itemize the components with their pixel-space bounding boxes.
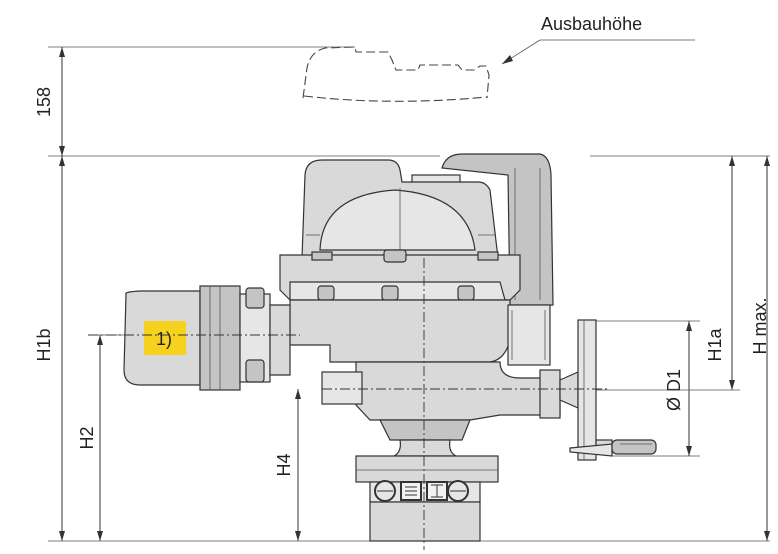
dim-h1a-label: H1a [705, 328, 725, 362]
gearbox-body [289, 299, 551, 366]
dim-h1b-label: H1b [34, 328, 54, 361]
top-cover [301, 159, 499, 259]
base-bolts [374, 480, 469, 502]
mid-housing [279, 249, 521, 301]
dim-h1b-line [59, 156, 65, 541]
dim-hmax-label: H max. [750, 297, 770, 354]
svg-text:1): 1) [156, 329, 172, 349]
note-marker-badge: 1) [144, 321, 186, 355]
removal-height-leader [501, 39, 695, 65]
dim-h4-label: H4 [274, 453, 294, 476]
removal-height-label: Ausbauhöhe [541, 14, 642, 34]
dim-d1-line [686, 321, 692, 456]
dim-h2-line [97, 335, 103, 541]
dim-158-label: 158 [34, 87, 54, 117]
removal-cover-outline [302, 46, 490, 102]
dim-158-line [59, 47, 65, 156]
dim-h4-line [295, 389, 301, 541]
lower-housing [321, 361, 561, 457]
dim-hmax-line [764, 156, 770, 541]
dim-h2-label: H2 [77, 426, 97, 449]
dim-h1a-line [729, 156, 735, 390]
handwheel [559, 319, 657, 461]
